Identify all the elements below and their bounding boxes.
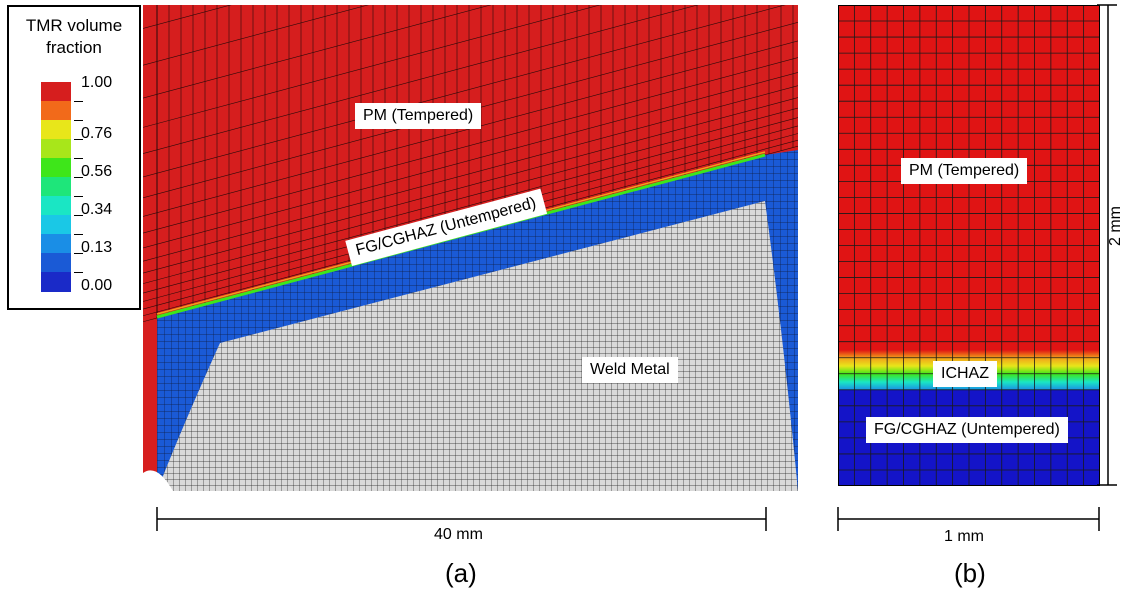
panel-a-dimension-line (156, 507, 767, 531)
legend-swatch (41, 272, 71, 292)
panel-a-label-pm: PM (Tempered) (355, 103, 482, 129)
legend-swatch (41, 234, 71, 254)
legend-swatch (41, 139, 71, 159)
panel-b-height-label: 2 mm (1107, 206, 1124, 246)
legend-swatch (41, 177, 71, 197)
panel-b-height-dimension-line (1097, 4, 1117, 486)
legend-swatch (41, 158, 71, 178)
legend-tick (74, 272, 83, 273)
legend-label-1-00: 1.00 (81, 74, 113, 91)
legend-tick (74, 234, 83, 235)
legend-title-line2: fraction (46, 38, 102, 57)
legend-swatch (41, 82, 71, 102)
panel-b-caption: (b) (954, 558, 986, 588)
legend-tick (74, 120, 83, 121)
legend-tick (74, 177, 83, 178)
panel-b-width-dimension-line (837, 507, 1100, 531)
legend-label-0-13: 0.13 (81, 239, 113, 256)
legend-label-0-34: 0.34 (81, 201, 113, 218)
panel-a-mesh (143, 5, 798, 491)
legend-label-0-56: 0.56 (81, 163, 113, 180)
legend-title-line1: TMR volume (25, 16, 123, 35)
panel-b-label-pm: PM (Tempered) (901, 158, 1028, 184)
legend-tick (74, 253, 83, 254)
legend-swatch (41, 253, 71, 273)
legend-swatch (41, 120, 71, 140)
panel-a-caption: (a) (445, 558, 477, 588)
panel-b-width-label: 1 mm (944, 528, 984, 545)
legend-tick (74, 101, 83, 102)
panel-a-dimension-label: 40 mm (434, 526, 483, 543)
color-legend: TMR volume fraction 1.00 0.76 0.56 0.34 … (7, 5, 141, 310)
panel-a-label-weld: Weld Metal (582, 357, 678, 383)
legend-tick (74, 196, 83, 197)
legend-color-bar (41, 82, 83, 292)
legend-tick (74, 215, 83, 216)
legend-label-0-76: 0.76 (81, 125, 113, 142)
legend-swatch (41, 196, 71, 216)
panel-b-grid (838, 5, 1100, 486)
legend-swatch (41, 215, 71, 235)
panel-b-mesh (838, 5, 1100, 486)
legend-swatch (41, 101, 71, 121)
legend-title: TMR volume fraction (9, 15, 139, 59)
panel-b-label-ichaz: ICHAZ (933, 361, 997, 387)
legend-label-0-00: 0.00 (81, 277, 113, 294)
root-notch (143, 470, 173, 491)
legend-tick (74, 139, 83, 140)
weld-metal-region (157, 201, 798, 491)
panel-b-label-haz: FG/CGHAZ (Untempered) (866, 417, 1068, 443)
pm-coarse-mesh (143, 5, 798, 323)
legend-tick (74, 158, 83, 159)
